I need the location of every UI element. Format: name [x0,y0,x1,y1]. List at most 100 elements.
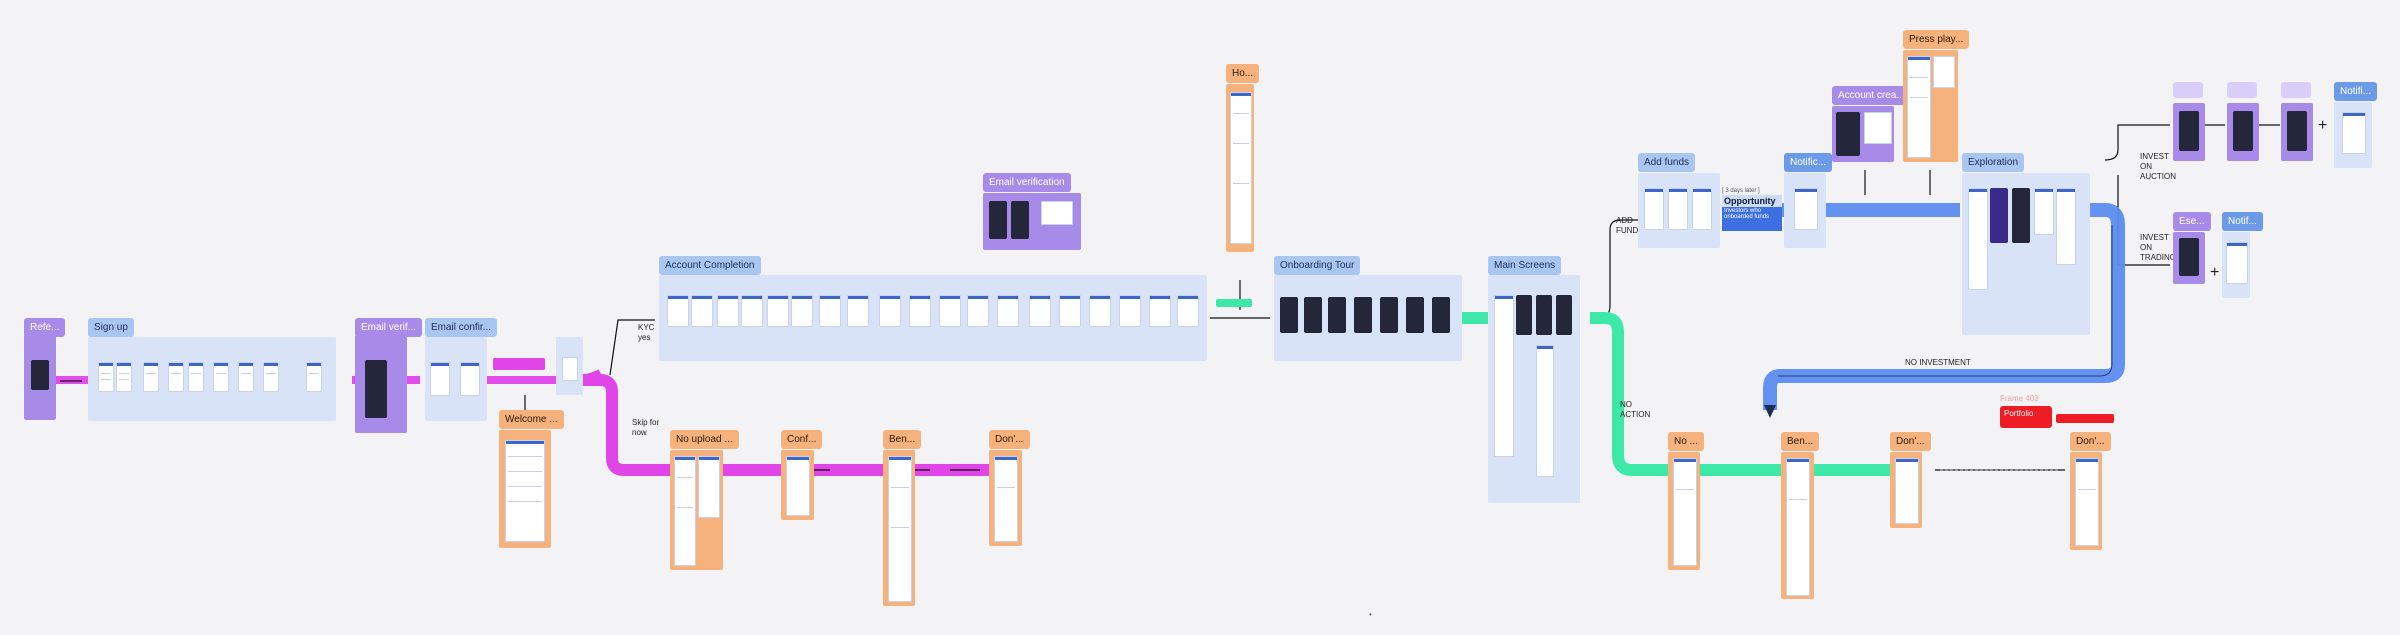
no-upload-frame[interactable] [670,450,723,570]
ben-2-frame[interactable] [1781,452,1814,599]
opportunity-chip: [ 3 days later ] [1722,188,1760,194]
conf-frame[interactable] [781,450,814,520]
account-screen [717,295,739,327]
auction-frame-3[interactable] [2281,103,2313,161]
add-funds-screen [1644,188,1664,230]
email-verification-frame[interactable] [983,193,1081,250]
welcome-screen [505,440,545,542]
phone-screen [31,360,49,390]
phone-screen [1990,188,2008,243]
ben-screen [1786,458,1810,596]
sign-up-label: Sign up [88,318,134,337]
notif-top-label: Notifi... [2334,82,2378,101]
email-verification-label: Email verification [983,173,1071,192]
welcome-frame[interactable] [499,430,551,548]
don-screen [2075,458,2099,546]
pink-banner [493,358,545,370]
ho-frame[interactable] [1226,84,1254,252]
don-screen [994,456,1018,542]
exploration-screen [2034,188,2054,235]
phone-screen [2287,111,2307,151]
exploration-frame[interactable] [1962,173,2090,335]
opportunity-card[interactable]: Opportunity Investors who onboarded fund… [1722,195,1782,231]
email-confir-screen [460,362,480,396]
ben-1-frame[interactable] [883,450,915,606]
don-3-label: Don'... [2070,432,2111,451]
ese-frame[interactable] [2173,232,2205,284]
exploration-screen [1968,188,1988,290]
account-crea-label: Account crea... [1832,86,1911,105]
account-screen [791,295,813,327]
account-screen [1029,295,1051,327]
press-play-label: Press play... [1903,30,1970,49]
notific-frame[interactable] [1784,173,1826,248]
footer-dot: • [1369,610,1372,619]
phone-screen [1011,201,1029,239]
phone-screen [1354,297,1372,333]
add-funds-flow-label: ADD FUNDS [1616,216,1644,235]
phone-screen [1536,295,1552,335]
phone-screen [1328,297,1346,333]
account-completion-frame[interactable] [659,275,1207,361]
sign-up-screen [238,362,254,392]
add-funds-frame[interactable] [1638,173,1720,248]
account-screen [997,295,1019,327]
press-play-screen [1907,56,1931,158]
phone-screen [2233,111,2253,151]
ese-label: Ese... [2173,212,2211,231]
no-frame[interactable] [1668,452,1700,570]
phone-screen [1304,297,1322,333]
green-badge [1216,299,1252,307]
auction-frame-1[interactable] [2173,103,2205,161]
skip-for-now-label: Skip for now [632,418,660,437]
no-investment-label: NO INVESTMENT [1905,358,1971,367]
notif-screen [2342,112,2366,154]
main-screen [1536,345,1554,477]
don-2-frame[interactable] [1890,452,1922,528]
opportunity-title: Opportunity [1722,195,1782,207]
frame-403-label: Frame 403 [2000,394,2039,403]
notif-bottom-frame[interactable] [2222,232,2250,298]
red-bar [2056,414,2114,423]
portfolio-badge[interactable]: Portfolio [2000,406,2052,428]
don-1-frame[interactable] [989,450,1022,546]
onboarding-tour-frame[interactable] [1274,275,1462,361]
account-screen [819,295,841,327]
main-screens-frame[interactable] [1488,275,1580,503]
no-screen [1673,458,1697,566]
small-screen-frame[interactable] [556,337,583,395]
notific-label: Notific... [1784,153,1833,172]
notif-screen [2226,242,2248,284]
ben-1-label: Ben... [883,430,922,449]
phone-screen [1516,295,1532,335]
add-funds-screen [1692,188,1712,230]
auction-label-placeholder [2281,82,2311,98]
magenta-flow-branch [560,374,1010,476]
press-play-frame[interactable] [1903,50,1958,162]
main-screens-label: Main Screens [1488,256,1562,275]
don-3-frame[interactable] [2070,452,2102,550]
auction-frame-2[interactable] [2227,103,2259,161]
conf-screen [786,456,810,516]
sign-up-screen [168,362,184,392]
phone-screen [1406,297,1424,333]
notific-screen [1794,188,1818,230]
sign-up-frame[interactable] [88,337,336,421]
sign-up-screen [188,362,204,392]
welcome-label: Welcome ... [499,410,564,429]
refer-frame[interactable] [24,335,56,420]
no-action-flow-label: NO ACTION [1620,400,1651,419]
small-screen [562,357,578,381]
no-upload-label: No upload ... [670,430,739,449]
phone-screen [1280,297,1298,333]
sign-up-screen [143,362,159,392]
email-verif-frame[interactable] [355,335,407,433]
phone-screen [2012,188,2030,243]
don-1-label: Don'... [989,430,1030,449]
phone-screen [989,201,1007,239]
email-confir-frame[interactable] [425,337,487,421]
account-crea-frame[interactable] [1832,106,1894,162]
notif-top-frame[interactable] [2334,102,2372,168]
account-screen [847,295,869,327]
refer-label: Refe... [24,318,66,337]
